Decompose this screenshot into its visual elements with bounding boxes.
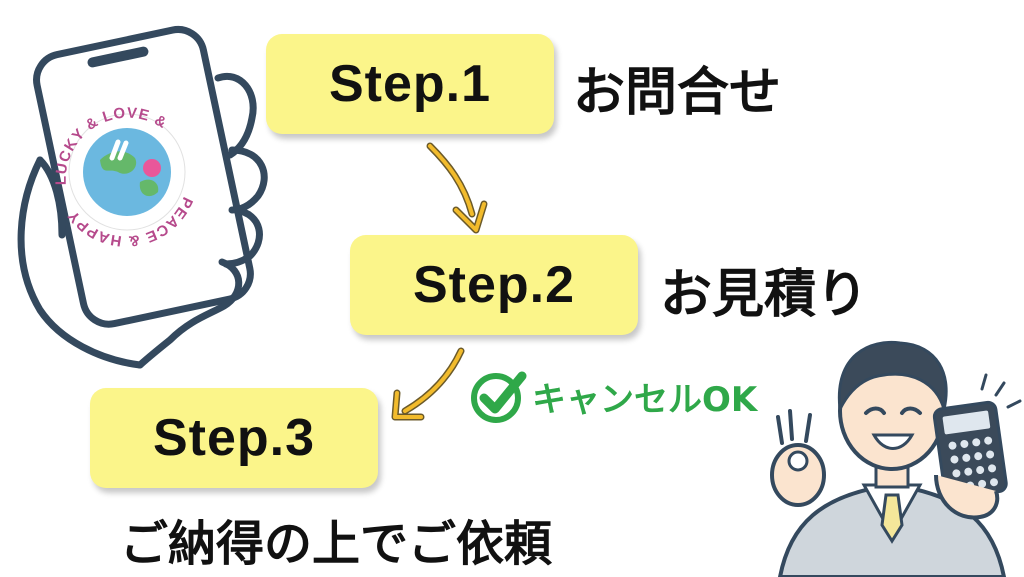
step-1-badge-text: Step.1 <box>328 55 492 113</box>
arrow-down-right-icon <box>426 142 488 234</box>
logo-badge <box>68 113 186 231</box>
step-1-badge: Step.1 <box>266 34 554 134</box>
businessman-with-calculator-illustration <box>770 340 1022 577</box>
step-3-label: ご納得の上でご依頼 <box>120 516 553 572</box>
phone-in-hand-illustration: LUCKY & LOVE & PEACE & HAPPY & <box>0 0 268 369</box>
check-circle-icon <box>471 371 527 423</box>
arrow-down-left-icon <box>391 347 465 421</box>
step-2-label: お見積り <box>660 265 869 325</box>
step-2-badge: Step.2 <box>350 235 638 335</box>
cancel-ok-text: キャンセルOK <box>532 379 758 420</box>
cancel-ok-note: キャンセルOK <box>470 368 757 424</box>
step-3-badge-text: Step.3 <box>152 409 316 467</box>
step-3-badge: Step.3 <box>90 388 378 488</box>
step-2-badge-text: Step.2 <box>412 256 576 314</box>
step-1-label: お問合せ <box>573 63 782 123</box>
